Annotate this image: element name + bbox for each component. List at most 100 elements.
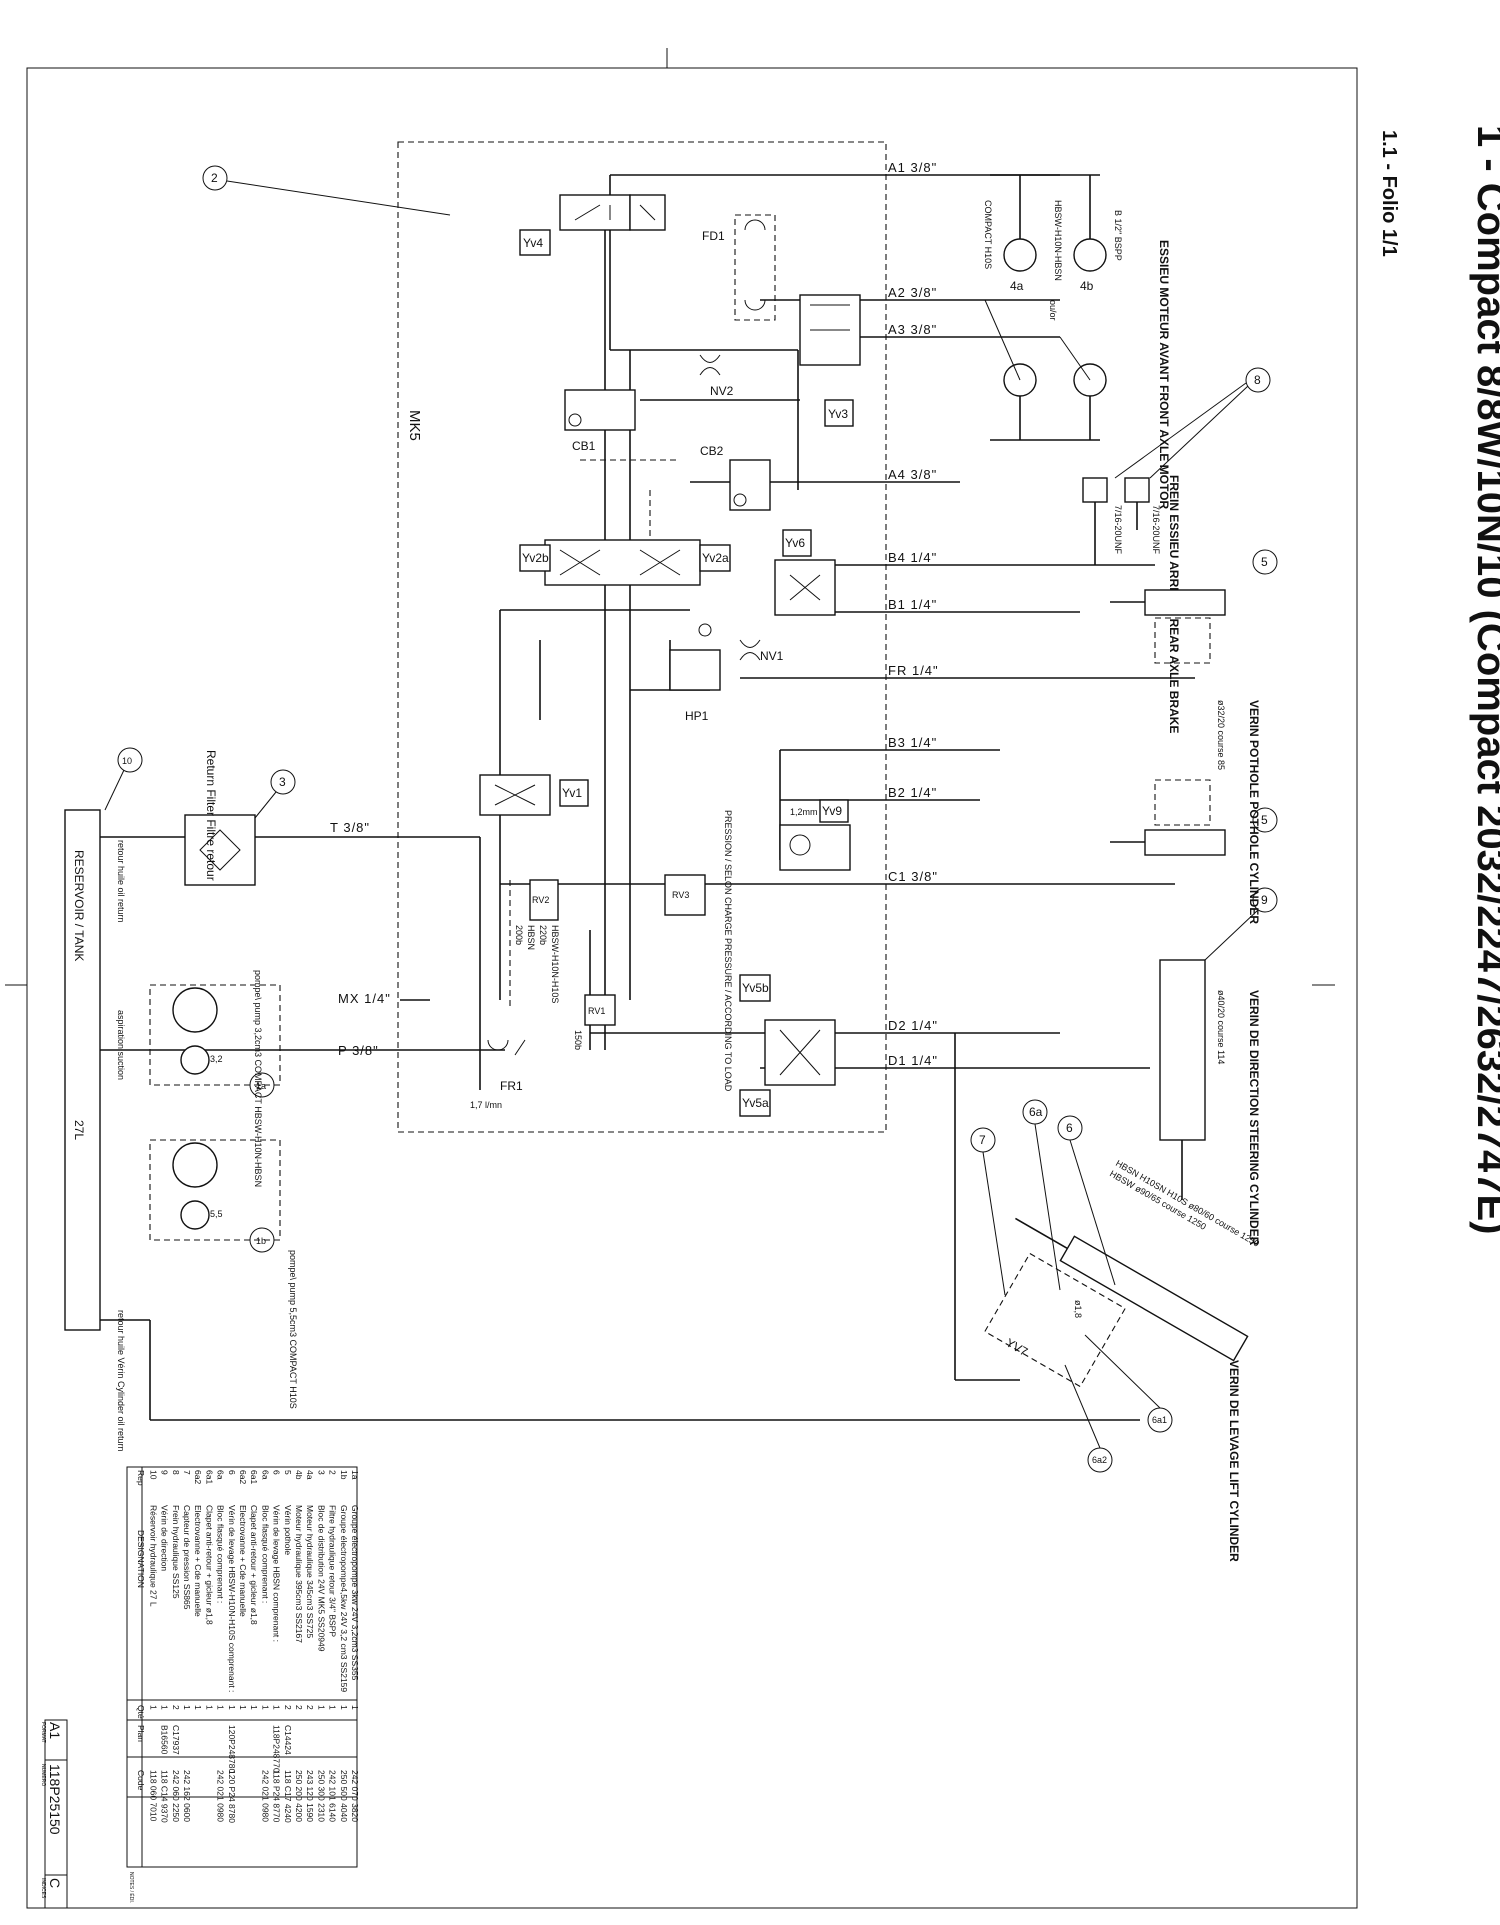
port-label: A4 3/8" xyxy=(888,467,937,482)
valve-label: RV1 xyxy=(588,1006,605,1016)
valve-rv3: RV3 xyxy=(664,874,706,916)
callout-label: 6a2 xyxy=(1092,1455,1107,1465)
table-cell: Vérin de levage HBSW-H10N-H10S comprenan… xyxy=(227,1505,237,1692)
table-cell: 5 xyxy=(283,1470,293,1475)
valve-label: RV3 xyxy=(672,890,689,900)
lift-orifice-label: ø1,8 xyxy=(1073,1300,1083,1318)
table-cell: Bloc flasqué comprenant : xyxy=(260,1505,270,1603)
port-label: B3 1/4" xyxy=(888,735,937,750)
valve-fd1: FD1 xyxy=(702,214,776,321)
table-cell: 243 120 1590 xyxy=(305,1770,315,1822)
table-cell: 9 xyxy=(160,1470,170,1475)
callout-label: 1b xyxy=(256,1236,266,1246)
callout-label: 6a1 xyxy=(1152,1415,1167,1425)
relief-note-hbsn: HBSN xyxy=(526,925,536,950)
valve-hp1: HP1 xyxy=(669,623,721,723)
pump-b-text: pompe\ pump 5,5cm3 COMPACT H10S xyxy=(288,1250,298,1409)
unf-text-2: 7/16-20UNF xyxy=(1151,505,1161,555)
fr1-flow-rate: 1,7 l/mn xyxy=(470,1100,502,1110)
valve-label: NV1 xyxy=(760,649,784,663)
table-cell: 1a xyxy=(350,1470,360,1480)
pressure-note-text: PRESSION / SELON CHARGE PRESSURE / ACCOR… xyxy=(723,810,733,1092)
page-subtitle: 1.1 - Folio 1/1 xyxy=(1378,130,1400,257)
valve-nv1: NV1 xyxy=(739,639,784,663)
table-cell: C17937 xyxy=(171,1725,181,1755)
motor-bspp-label: B 1/2" BSPP xyxy=(1113,210,1123,261)
steering-text: VERIN DE DIRECTION STEERING CYLINDER xyxy=(1247,990,1261,1246)
valve-yv2: Yv2b Yv2a xyxy=(519,539,731,586)
callout-label: 1a xyxy=(256,1081,266,1091)
table-cell: 120P248780 xyxy=(227,1725,237,1773)
motor-4a-label: 4a xyxy=(1010,279,1024,293)
table-header: Qté xyxy=(136,1705,146,1719)
port-label: A2 3/8" xyxy=(888,285,937,300)
valve-label: CB2 xyxy=(700,444,724,458)
port-label: B2 1/4" xyxy=(888,785,937,800)
table-cell: Moteur hydraulique 345cm3 SS725 xyxy=(305,1505,315,1639)
aspiration-label: aspiration suction xyxy=(116,1010,126,1080)
valve-label: Yv2b xyxy=(522,551,549,565)
table-cell: Electrovanne + Cde manuelle xyxy=(193,1505,203,1617)
pump-a-text: pompe\ pump 3,2cm3 COMPACT HBSW-H10N-HBS… xyxy=(253,970,263,1187)
table-header: Plan xyxy=(136,1725,146,1742)
table-cell: 3 xyxy=(316,1470,326,1475)
port-labels: A1 3/8" A2 3/8" A3 3/8" A4 3/8" B4 1/4" … xyxy=(330,160,938,1068)
drawing-frame xyxy=(26,67,1358,1909)
pump-a-displacement: 3,2 xyxy=(210,1054,223,1064)
valve-label: Yv5a xyxy=(742,1096,769,1110)
table-cell: 1 xyxy=(204,1705,214,1710)
table-cell: B16560 xyxy=(160,1725,170,1755)
table-cell: 2 xyxy=(294,1705,304,1710)
port-label: P 3/8" xyxy=(338,1043,379,1058)
relief-note-150-text: 150b xyxy=(573,1030,583,1050)
pothole-text: VERIN POTHOLE POTHOLE CYLINDER xyxy=(1247,700,1261,924)
lift-label: VERIN DE LEVAGE LIFT CYLINDER xyxy=(1227,1360,1241,1562)
tank-label: RESERVOIR / TANK xyxy=(72,850,86,961)
lift-text: VERIN DE LEVAGE LIFT CYLINDER xyxy=(1227,1360,1241,1562)
port-label: T 3/8" xyxy=(330,820,370,835)
table-cell: 118 C14 9370 xyxy=(160,1770,170,1823)
valve-label: RV2 xyxy=(532,895,549,905)
table-cell: 250 300 2310 xyxy=(316,1770,326,1822)
table-cell: 7 xyxy=(182,1470,192,1475)
steering-spec-label: ø40/20 course 114 xyxy=(1216,990,1226,1064)
table-cell: 2 xyxy=(305,1705,315,1710)
table-cell: 6a2 xyxy=(193,1470,203,1484)
table-cell: 6 xyxy=(272,1470,282,1475)
valve-label: Yv5b xyxy=(742,981,769,995)
table-cell: 6a xyxy=(260,1470,270,1480)
motor-4b-label: 4b xyxy=(1080,279,1094,293)
table-cell: Bloc flasqué comprenant : xyxy=(216,1505,226,1603)
valve-nv2: NV2 xyxy=(699,354,734,398)
table-cell: Groupe électropompe4,5kw 24V 3,2 cm3 SS2… xyxy=(339,1505,349,1692)
internal-lines xyxy=(479,175,800,1090)
valve-rv2: RV2 xyxy=(529,879,559,921)
pothole-cylinders: 5 5 xyxy=(1110,549,1278,856)
page-title: 1 - Compact 8/8W/10N/10 (Compact 2032/22… xyxy=(1469,125,1500,1234)
relief-note-hbsw: HBSW-H10N-H10S xyxy=(550,925,560,1003)
title-block: A1 118P25150 C FORMAT NUMERO INDICES NOT… xyxy=(40,1719,135,1909)
valve-label: Yv1 xyxy=(562,786,582,800)
callout-label: 9 xyxy=(1261,893,1268,907)
reservoir-tank: 10 xyxy=(64,747,1140,1421)
port-label: MX 1/4" xyxy=(338,991,391,1006)
table-cell: 8 xyxy=(171,1470,181,1475)
table-cell: 242 021 0980 xyxy=(216,1770,226,1822)
index-label: INDICES xyxy=(40,1878,46,1899)
table-cell: 6a2 xyxy=(238,1470,248,1484)
valve-yv1: Yv1 xyxy=(479,774,589,816)
tank-volume-label: 27L xyxy=(72,1120,86,1140)
table-cell: 10 xyxy=(148,1470,158,1480)
table-cell: 120 P24 8780 xyxy=(227,1770,237,1823)
table-cell: Capteur de pression SS865 xyxy=(182,1505,192,1610)
cyl-return-label: retour huile Vérin Cylinder oil return xyxy=(116,1310,126,1452)
table-cell: 242 162 0600 xyxy=(182,1770,192,1822)
valve-label: Yv3 xyxy=(828,407,848,421)
